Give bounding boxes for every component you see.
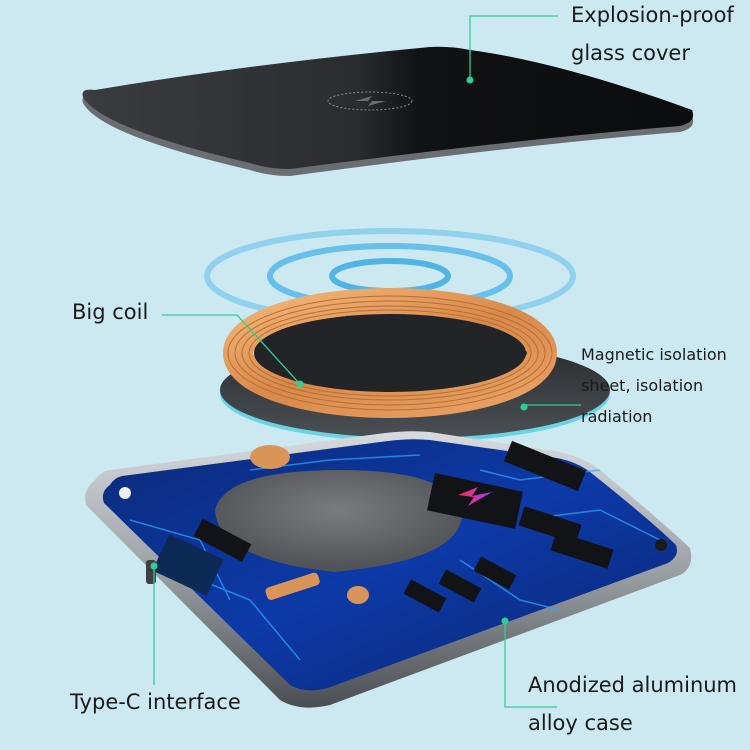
- charging-bolt-icon: [327, 91, 413, 111]
- callout-case-line1: Anodized aluminum: [528, 673, 738, 697]
- coil-cavity: [215, 470, 462, 572]
- callout-magnetic-line2: sheet, isolation: [581, 376, 704, 395]
- capacitors: [250, 445, 369, 604]
- callout-magnetic-line1: Magnetic isolation: [581, 345, 727, 364]
- callout-type-c: Type-C interface: [70, 690, 241, 714]
- callout-magnetic-line3: radiation: [581, 407, 653, 426]
- callout-big-coil: Big coil: [72, 300, 149, 324]
- lightning-bolt-chip-icon: [458, 487, 492, 506]
- callout-leaders: [153, 15, 581, 708]
- callout-glass-cover-line2: glass cover: [571, 41, 690, 65]
- copper-coil: [223, 288, 557, 418]
- callout-dots: [150, 76, 528, 625]
- aluminum-case: [85, 431, 692, 708]
- callout-glass-cover-line1: Explosion-proof: [571, 3, 734, 27]
- callout-case-line2: alloy case: [528, 711, 633, 735]
- glass-cover: [82, 46, 694, 176]
